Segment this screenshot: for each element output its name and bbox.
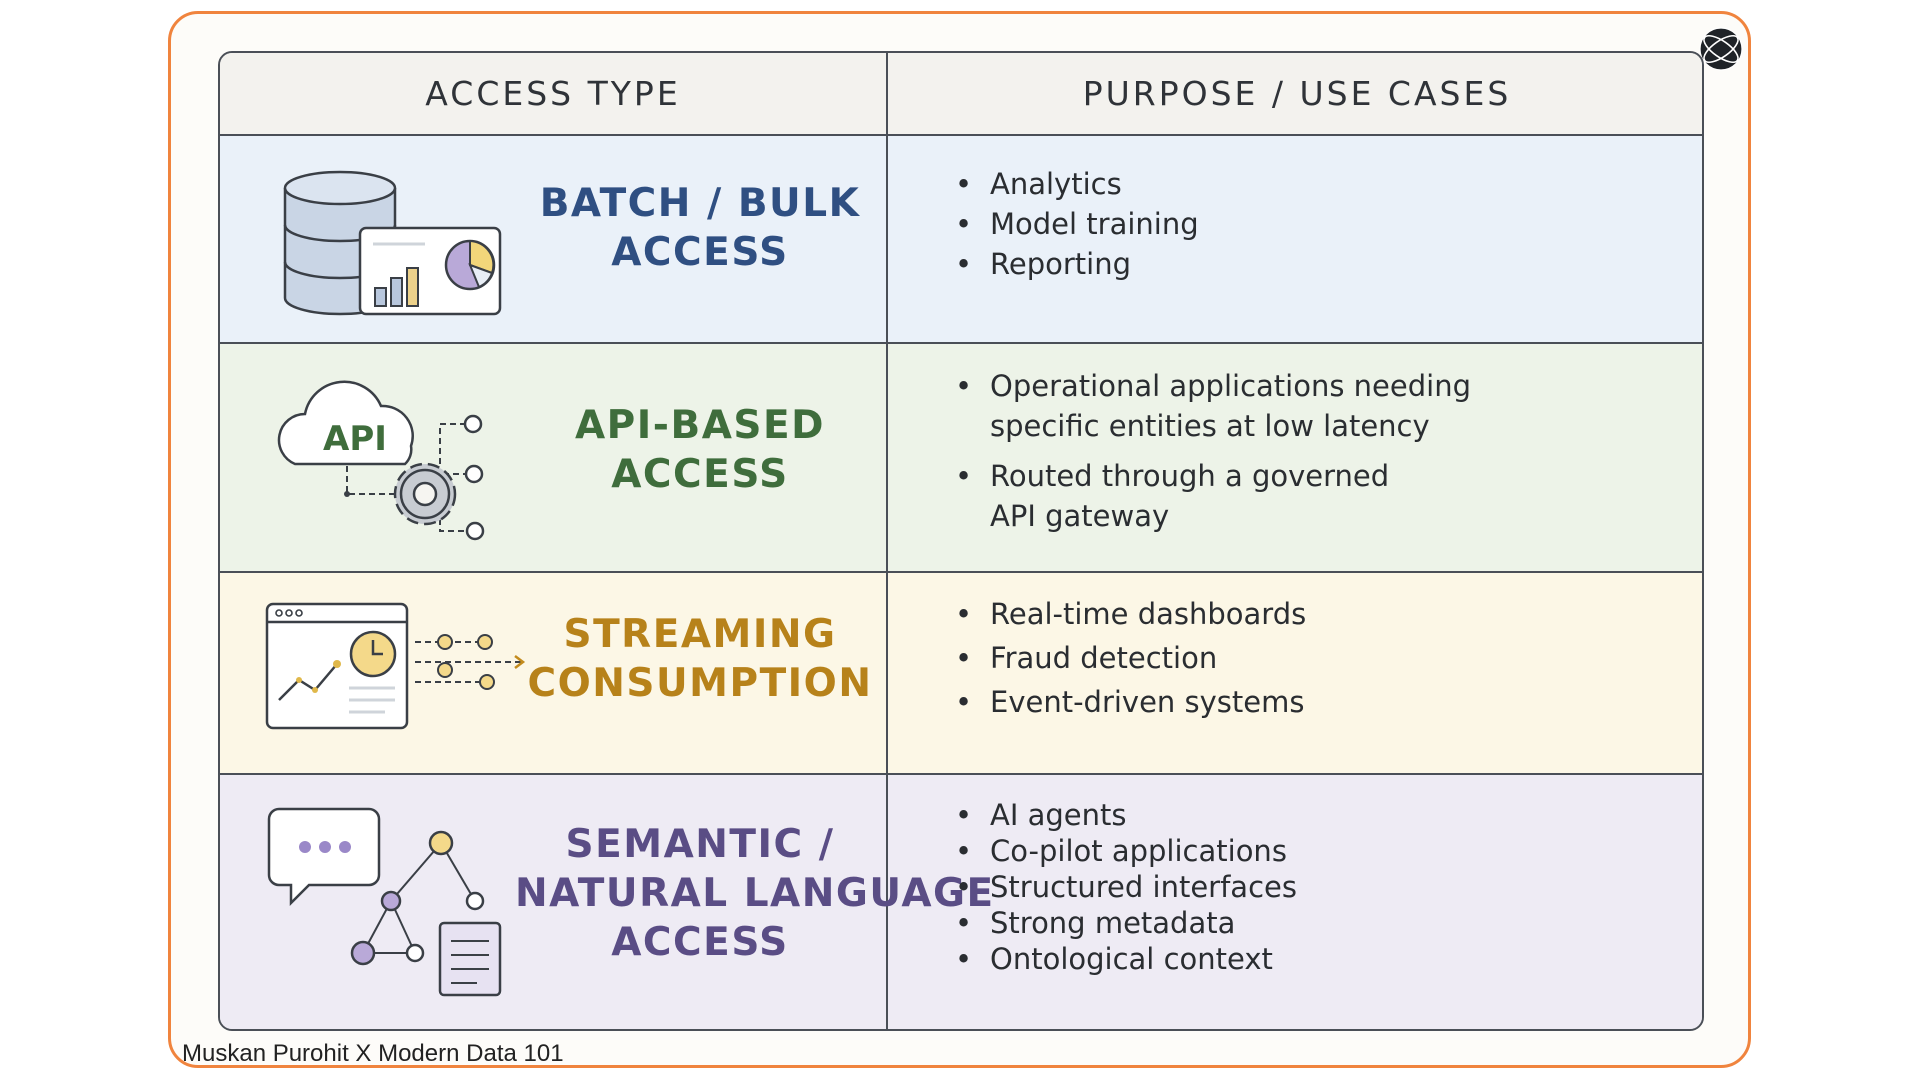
use-case-item: Analytics bbox=[950, 164, 1199, 204]
use-case-item: Fraud detection bbox=[950, 637, 1306, 679]
row-title-line: NATURAL LANGUAGE bbox=[515, 870, 995, 916]
row-title-line: ACCESS bbox=[611, 919, 789, 965]
row-title-line: SEMANTIC / bbox=[565, 822, 835, 867]
row-title-line: BATCH / BULK bbox=[539, 181, 861, 226]
api-cloud-gear-icon: API bbox=[277, 380, 485, 541]
use-case-item: AI agents bbox=[950, 797, 1297, 833]
header-access-type: ACCESS TYPE bbox=[425, 74, 681, 113]
database-dashboard-icon bbox=[283, 170, 502, 316]
streaming-window-clock-icon bbox=[265, 602, 526, 730]
table-header: ACCESS TYPE PURPOSE / USE CASES bbox=[220, 53, 1702, 136]
access-table: ACCESS TYPE PURPOSE / USE CASES BATCH / … bbox=[218, 51, 1704, 1031]
use-case-item: Event-driven systems bbox=[950, 681, 1306, 723]
chat-graph-document-icon bbox=[267, 807, 502, 997]
use-case-item: Ontological context bbox=[950, 941, 1297, 977]
row-title-line: ACCESS bbox=[611, 451, 789, 497]
use-case-item: Operational applications needing specifi… bbox=[950, 366, 1471, 446]
use-case-list-api: Operational applications needing specifi… bbox=[950, 366, 1471, 536]
use-case-list-batch: AnalyticsModel trainingReporting bbox=[950, 164, 1199, 284]
use-case-list-streaming: Real-time dashboardsFraud detectionEvent… bbox=[950, 593, 1306, 723]
header-purpose: PURPOSE / USE CASES bbox=[1082, 74, 1512, 113]
use-case-item: Real-time dashboards bbox=[950, 593, 1306, 635]
globe-logo-icon bbox=[1699, 27, 1743, 71]
row-title-line: API-BASED bbox=[575, 403, 825, 448]
use-case-item: Reporting bbox=[950, 244, 1199, 284]
row-title-line: CONSUMPTION bbox=[527, 660, 873, 706]
use-case-item: Structured interfaces bbox=[950, 869, 1297, 905]
api-icon-label: API bbox=[323, 419, 387, 459]
row-title-line: ACCESS bbox=[611, 229, 789, 275]
use-case-item: Routed through a governed API gateway bbox=[950, 456, 1471, 536]
credit-text: Muskan Purohit X Modern Data 101 bbox=[182, 1040, 564, 1067]
use-case-list-semantic: AI agentsCo-pilot applicationsStructured… bbox=[950, 797, 1297, 977]
use-case-item: Model training bbox=[950, 204, 1199, 244]
row-title-line: STREAMING bbox=[563, 612, 837, 657]
use-case-item: Co-pilot applications bbox=[950, 833, 1297, 869]
use-case-item: Strong metadata bbox=[950, 905, 1297, 941]
